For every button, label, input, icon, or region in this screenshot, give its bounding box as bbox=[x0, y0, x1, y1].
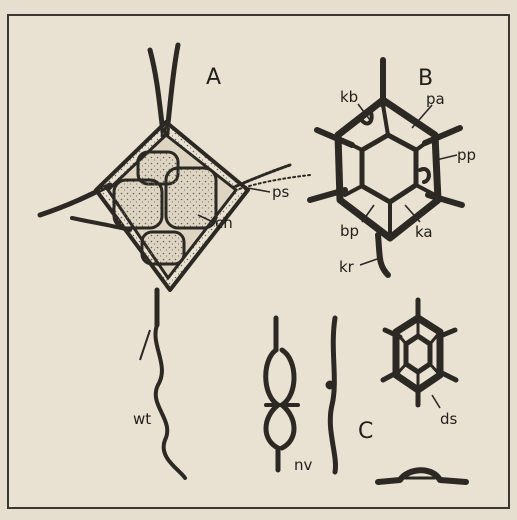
inner-ring-b bbox=[362, 135, 416, 202]
label-kb: kb bbox=[340, 88, 358, 106]
label-ps: ps bbox=[272, 183, 290, 201]
label-nv: nv bbox=[294, 456, 313, 474]
panel-label-b: B bbox=[418, 66, 433, 91]
label-ds: ds bbox=[440, 410, 458, 428]
panel-label-c: C bbox=[358, 419, 373, 444]
label-pa: pa bbox=[426, 90, 445, 108]
panel-label-a: A bbox=[206, 65, 221, 90]
label-pp: pp bbox=[457, 146, 476, 164]
label-ch: ch bbox=[215, 214, 233, 232]
label-wt: wt bbox=[133, 410, 151, 428]
ds-side-view bbox=[378, 470, 466, 482]
nv-views bbox=[266, 318, 336, 472]
label-bp: bp bbox=[340, 222, 359, 240]
label-ka: ka bbox=[415, 223, 433, 241]
ds-views bbox=[378, 300, 466, 482]
label-kr: kr bbox=[339, 258, 355, 276]
wt-tail bbox=[155, 325, 185, 478]
